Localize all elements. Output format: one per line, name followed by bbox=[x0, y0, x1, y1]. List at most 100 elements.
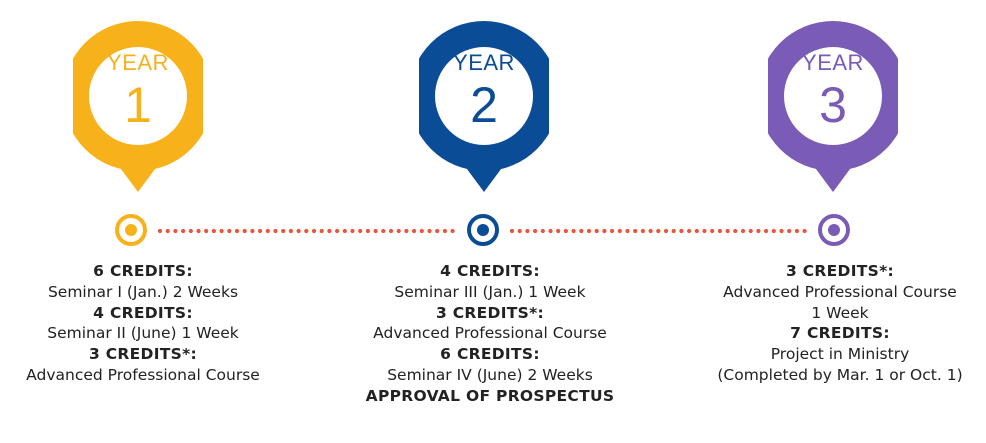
timeline-dot bbox=[594, 228, 599, 234]
credits-heading: 6 CREDITS: bbox=[440, 345, 540, 364]
timeline-dot bbox=[748, 228, 753, 234]
course-description: Seminar III (Jan.) 1 Week bbox=[394, 282, 586, 301]
timeline-dot bbox=[633, 228, 638, 234]
timeline-dot bbox=[227, 228, 232, 234]
credits-heading: 4 CREDITS: bbox=[93, 303, 193, 322]
timeline-dot bbox=[802, 228, 807, 234]
timeline-dot bbox=[335, 228, 340, 234]
year-1-credits-block: 6 CREDITS: Seminar I (Jan.) 2 Weeks 4 CRED… bbox=[0, 261, 286, 386]
timeline-dot bbox=[556, 228, 561, 234]
timeline-dot bbox=[412, 228, 417, 234]
timeline-dot bbox=[625, 228, 630, 234]
year-2-pin-marker: YEAR 2 bbox=[419, 0, 549, 200]
timeline-dot bbox=[648, 228, 653, 234]
year-label: YEAR bbox=[802, 50, 864, 75]
timeline-dot bbox=[281, 228, 286, 234]
credits-heading: 4 CREDITS: bbox=[440, 262, 540, 280]
timeline-dot bbox=[273, 228, 278, 234]
timeline-dot bbox=[671, 228, 676, 234]
timeline-dot bbox=[517, 228, 522, 234]
credits-heading: 6 CREDITS: bbox=[93, 262, 193, 280]
timeline-dot bbox=[258, 228, 263, 234]
timeline-dot bbox=[157, 228, 163, 234]
timeline-dot bbox=[211, 228, 216, 234]
timeline-dot bbox=[509, 228, 515, 234]
timeline-dot bbox=[311, 228, 317, 234]
year-1-pin-marker: YEAR 1 bbox=[73, 0, 203, 200]
timeline-dot bbox=[219, 228, 224, 234]
year-number: 1 bbox=[124, 77, 152, 133]
course-description: Advanced Professional Course bbox=[723, 282, 957, 301]
timeline-dot bbox=[579, 228, 584, 234]
year-2-credits-block: 4 CREDITS: Seminar III (Jan.) 1 Week 3 CRE… bbox=[350, 261, 630, 407]
timeline-dot bbox=[733, 228, 738, 234]
timeline-dot bbox=[771, 228, 776, 234]
timeline-dot bbox=[204, 228, 209, 234]
course-description: Advanced Professional Course bbox=[26, 365, 260, 384]
timeline-dot bbox=[381, 228, 386, 234]
timeline-dot bbox=[764, 228, 769, 234]
year-3-timeline-node-icon bbox=[818, 214, 850, 246]
timeline-dot bbox=[304, 228, 309, 234]
timeline-dot bbox=[165, 228, 170, 234]
timeline-dot bbox=[679, 228, 684, 234]
timeline-dot bbox=[710, 228, 715, 234]
year-3-pin-marker: YEAR 3 bbox=[768, 0, 898, 200]
timeline-dot bbox=[342, 228, 347, 234]
timeline-dot bbox=[525, 228, 530, 234]
timeline-dot bbox=[288, 228, 293, 234]
year-label: YEAR bbox=[107, 50, 169, 75]
timeline-dot bbox=[610, 228, 615, 234]
timeline-dot bbox=[663, 228, 669, 234]
course-description: Advanced Professional Course bbox=[373, 324, 607, 343]
timeline-dot bbox=[442, 228, 447, 234]
year-number: 2 bbox=[470, 77, 498, 133]
timeline-dot bbox=[296, 228, 301, 234]
course-description: Project in Ministry bbox=[770, 345, 910, 364]
timeline-dot bbox=[427, 228, 432, 234]
timeline-dot bbox=[350, 228, 355, 234]
timeline-dot bbox=[327, 228, 332, 234]
timeline-dot bbox=[404, 228, 409, 234]
map-pin-icon bbox=[73, 21, 203, 192]
course-description: (Completed by Mar. 1 or Oct. 1) bbox=[717, 365, 963, 384]
credits-heading: 3 CREDITS*: bbox=[88, 345, 198, 364]
timeline-dot bbox=[586, 228, 592, 234]
course-description: Seminar I (Jan.) 2 Weeks bbox=[47, 282, 239, 301]
timeline-dot bbox=[365, 228, 370, 234]
year-label: YEAR bbox=[453, 50, 515, 75]
credits-heading: 7 CREDITS: bbox=[790, 324, 890, 343]
timeline-dot bbox=[234, 228, 240, 234]
year-number: 3 bbox=[819, 77, 847, 133]
timeline-dot bbox=[717, 228, 723, 234]
timeline-dot bbox=[725, 228, 730, 234]
map-pin-icon bbox=[419, 21, 549, 192]
timeline-dot bbox=[548, 228, 553, 234]
credits-heading: 3 CREDITS*: bbox=[785, 262, 895, 280]
timeline-dot bbox=[319, 228, 324, 234]
timeline-dot bbox=[435, 228, 440, 234]
timeline-dot bbox=[602, 228, 607, 234]
timeline-dot bbox=[563, 228, 569, 234]
timeline-dot bbox=[540, 228, 545, 234]
credits-heading: APPROVAL OF PROSPECTUS bbox=[365, 386, 615, 405]
timeline-dot bbox=[794, 228, 800, 234]
timeline-dot bbox=[173, 228, 178, 234]
timeline-dot bbox=[181, 228, 186, 234]
timeline-dot bbox=[188, 228, 193, 234]
timeline-dot bbox=[740, 228, 746, 234]
timeline-dot bbox=[694, 228, 699, 234]
timeline-dot bbox=[242, 228, 247, 234]
timeline-dot bbox=[571, 228, 576, 234]
year-1-timeline-node-icon bbox=[115, 214, 147, 246]
map-pin-icon bbox=[768, 21, 898, 192]
course-description: Seminar II (June) 1 Week bbox=[47, 324, 239, 343]
timeline-dot bbox=[617, 228, 622, 234]
credits-heading: 3 CREDITS*: bbox=[435, 303, 545, 322]
timeline-dot bbox=[687, 228, 692, 234]
timeline-dot bbox=[787, 228, 792, 234]
timeline-dot bbox=[779, 228, 784, 234]
timeline-dot bbox=[419, 228, 424, 234]
